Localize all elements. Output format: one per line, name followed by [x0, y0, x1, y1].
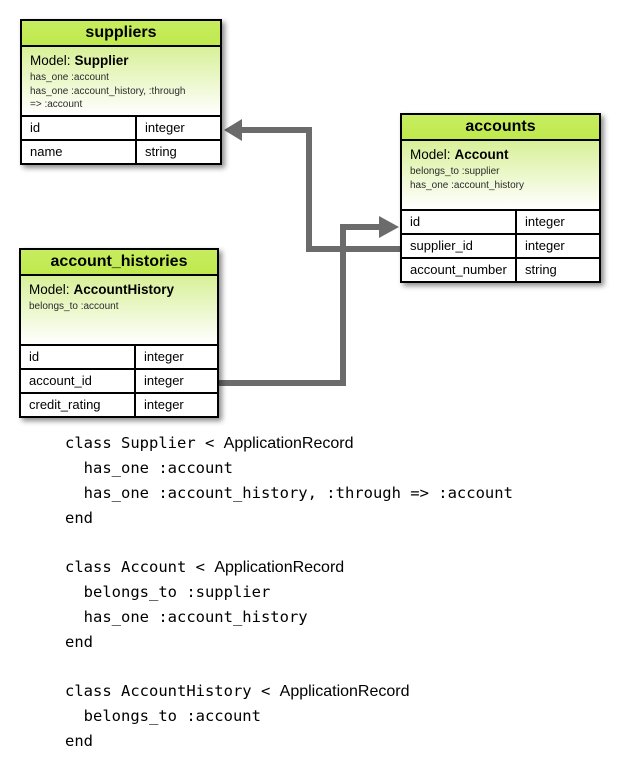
column-type: integer — [144, 397, 184, 412]
table-row: id integer — [402, 211, 599, 233]
association-line: has_one :account_history, :through — [30, 85, 186, 97]
code-block-account: class Account < ApplicationRecord belong… — [65, 555, 513, 655]
table-account-histories: account_histories Model:AccountHistory b… — [19, 248, 219, 418]
table-suppliers: suppliers Model:Supplier has_one :accoun… — [20, 19, 222, 165]
table-row: account_id integer — [21, 368, 217, 392]
table-account-histories-title: account_histories — [21, 250, 217, 276]
model-label: Model: — [30, 53, 71, 68]
connector-histories-to-accounts — [219, 224, 379, 386]
column-name: account_number — [402, 259, 517, 281]
table-account-histories-model-info: Model:AccountHistory belongs_to :account — [21, 276, 217, 346]
table-suppliers-title: suppliers — [22, 21, 220, 47]
arrowhead-right-icon — [379, 216, 399, 238]
table-accounts: accounts Model:Account belongs_to :suppl… — [400, 113, 601, 283]
model-line: Model:Account — [410, 147, 591, 162]
table-row: supplier_id integer — [402, 233, 599, 257]
table-row: name string — [22, 139, 220, 163]
code-block-supplier: class Supplier < ApplicationRecord has_o… — [65, 431, 513, 531]
table-accounts-title: accounts — [402, 115, 599, 141]
association-line: has_one :account_history — [410, 179, 524, 191]
code-line: end — [65, 633, 93, 651]
table-row: id integer — [22, 117, 220, 139]
column-name: name — [22, 141, 137, 163]
table-suppliers-model-info: Model:Supplier has_one :account has_one … — [22, 47, 220, 117]
model-line: Model:Supplier — [30, 53, 212, 68]
code-line: belongs_to :supplier — [65, 583, 271, 601]
code-line: end — [65, 732, 93, 750]
model-label: Model: — [410, 147, 451, 162]
code-line: class Account < ApplicationRecord — [65, 558, 345, 576]
association-line: => :account — [30, 99, 83, 110]
column-type: integer — [525, 238, 565, 253]
column-type: integer — [525, 214, 565, 229]
arrowhead-left-icon — [224, 119, 242, 141]
model-line: Model:AccountHistory — [29, 282, 209, 297]
table-row: credit_rating integer — [21, 392, 217, 416]
code-line: class Supplier < ApplicationRecord — [65, 434, 354, 452]
association-line: belongs_to :supplier — [410, 166, 500, 177]
column-type: integer — [144, 373, 184, 388]
column-name: account_id — [21, 370, 136, 392]
column-type: integer — [144, 349, 184, 364]
code-line: has_one :account_history, :through => :a… — [65, 484, 513, 502]
table-accounts-model-info: Model:Account belongs_to :supplier has_o… — [402, 141, 599, 211]
column-type: string — [525, 262, 557, 277]
code-block-account-history: class AccountHistory < ApplicationRecord… — [65, 679, 513, 754]
code-line: belongs_to :account — [65, 707, 261, 725]
model-name: Supplier — [74, 53, 129, 68]
model-name: Account — [454, 147, 509, 162]
code-line: class AccountHistory < ApplicationRecord — [65, 682, 410, 700]
association-line: belongs_to :account — [29, 301, 119, 312]
column-type: string — [145, 144, 177, 159]
column-type: integer — [145, 120, 185, 135]
code-listing: class Supplier < ApplicationRecord has_o… — [65, 431, 513, 776]
column-name: id — [21, 346, 136, 368]
column-name: id — [402, 211, 517, 233]
table-row: account_number string — [402, 257, 599, 281]
connector-accounts-to-suppliers — [242, 127, 400, 252]
column-name: id — [22, 117, 137, 139]
table-row: id integer — [21, 346, 217, 368]
code-line: has_one :account — [65, 459, 233, 477]
association-line: has_one :account — [30, 72, 109, 83]
model-label: Model: — [29, 282, 70, 297]
column-name: credit_rating — [21, 394, 136, 416]
code-line: has_one :account_history — [65, 608, 308, 626]
model-name: AccountHistory — [73, 282, 175, 297]
column-name: supplier_id — [402, 235, 517, 257]
code-line: end — [65, 509, 93, 527]
